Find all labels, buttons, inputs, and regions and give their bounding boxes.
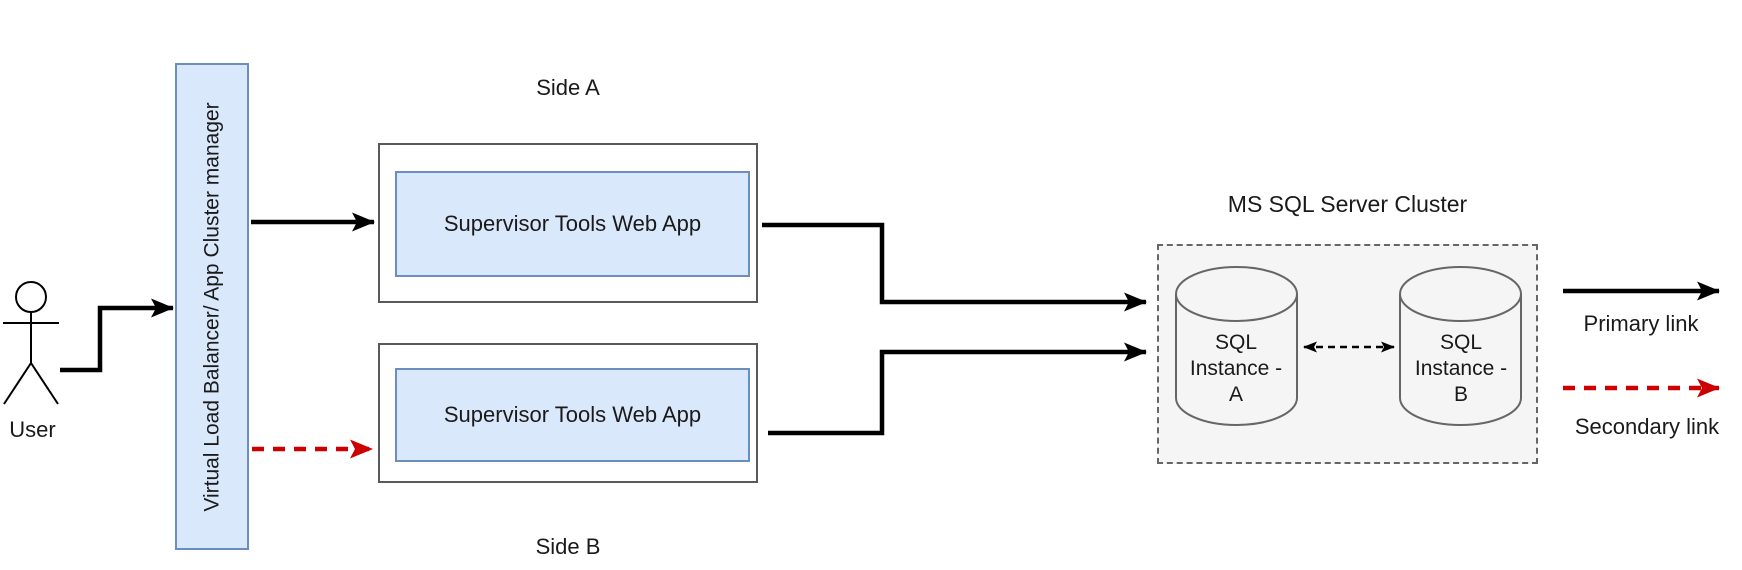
arrow-side-a-to-sql-cluster [762, 222, 1147, 312]
actor-left-leg [3, 362, 32, 405]
actor-head [15, 281, 47, 313]
side-a-web-app-label: Supervisor Tools Web App [443, 211, 702, 236]
user-actor-icon [3, 281, 59, 405]
side-b-web-app-node: Supervisor Tools Web App [395, 368, 750, 462]
side-b-web-app-label: Supervisor Tools Web App [443, 402, 702, 427]
sql-cluster-title: MS SQL Server Cluster [1227, 191, 1468, 217]
side-b-title: Side B [535, 534, 601, 559]
legend-secondary-link-label: Secondary link [1574, 414, 1720, 439]
arrow-user-to-load-balancer [60, 298, 174, 373]
side-a-title: Side A [536, 75, 600, 100]
arrow-side-b-to-sql-cluster [768, 342, 1147, 436]
side-a-web-app-node: Supervisor Tools Web App [395, 171, 750, 277]
load-balancer-label: Virtual Load Balancer/ App Cluster manag… [200, 101, 224, 512]
legend-primary-link-label: Primary link [1583, 311, 1699, 336]
load-balancer-node: Virtual Load Balancer/ App Cluster manag… [175, 63, 249, 550]
sql-instance-b-label: SQL Instance - B [1414, 331, 1508, 406]
actor-right-leg [30, 362, 59, 405]
user-label: User [9, 417, 56, 442]
sql-instance-a-label: SQL Instance - A [1189, 331, 1283, 406]
